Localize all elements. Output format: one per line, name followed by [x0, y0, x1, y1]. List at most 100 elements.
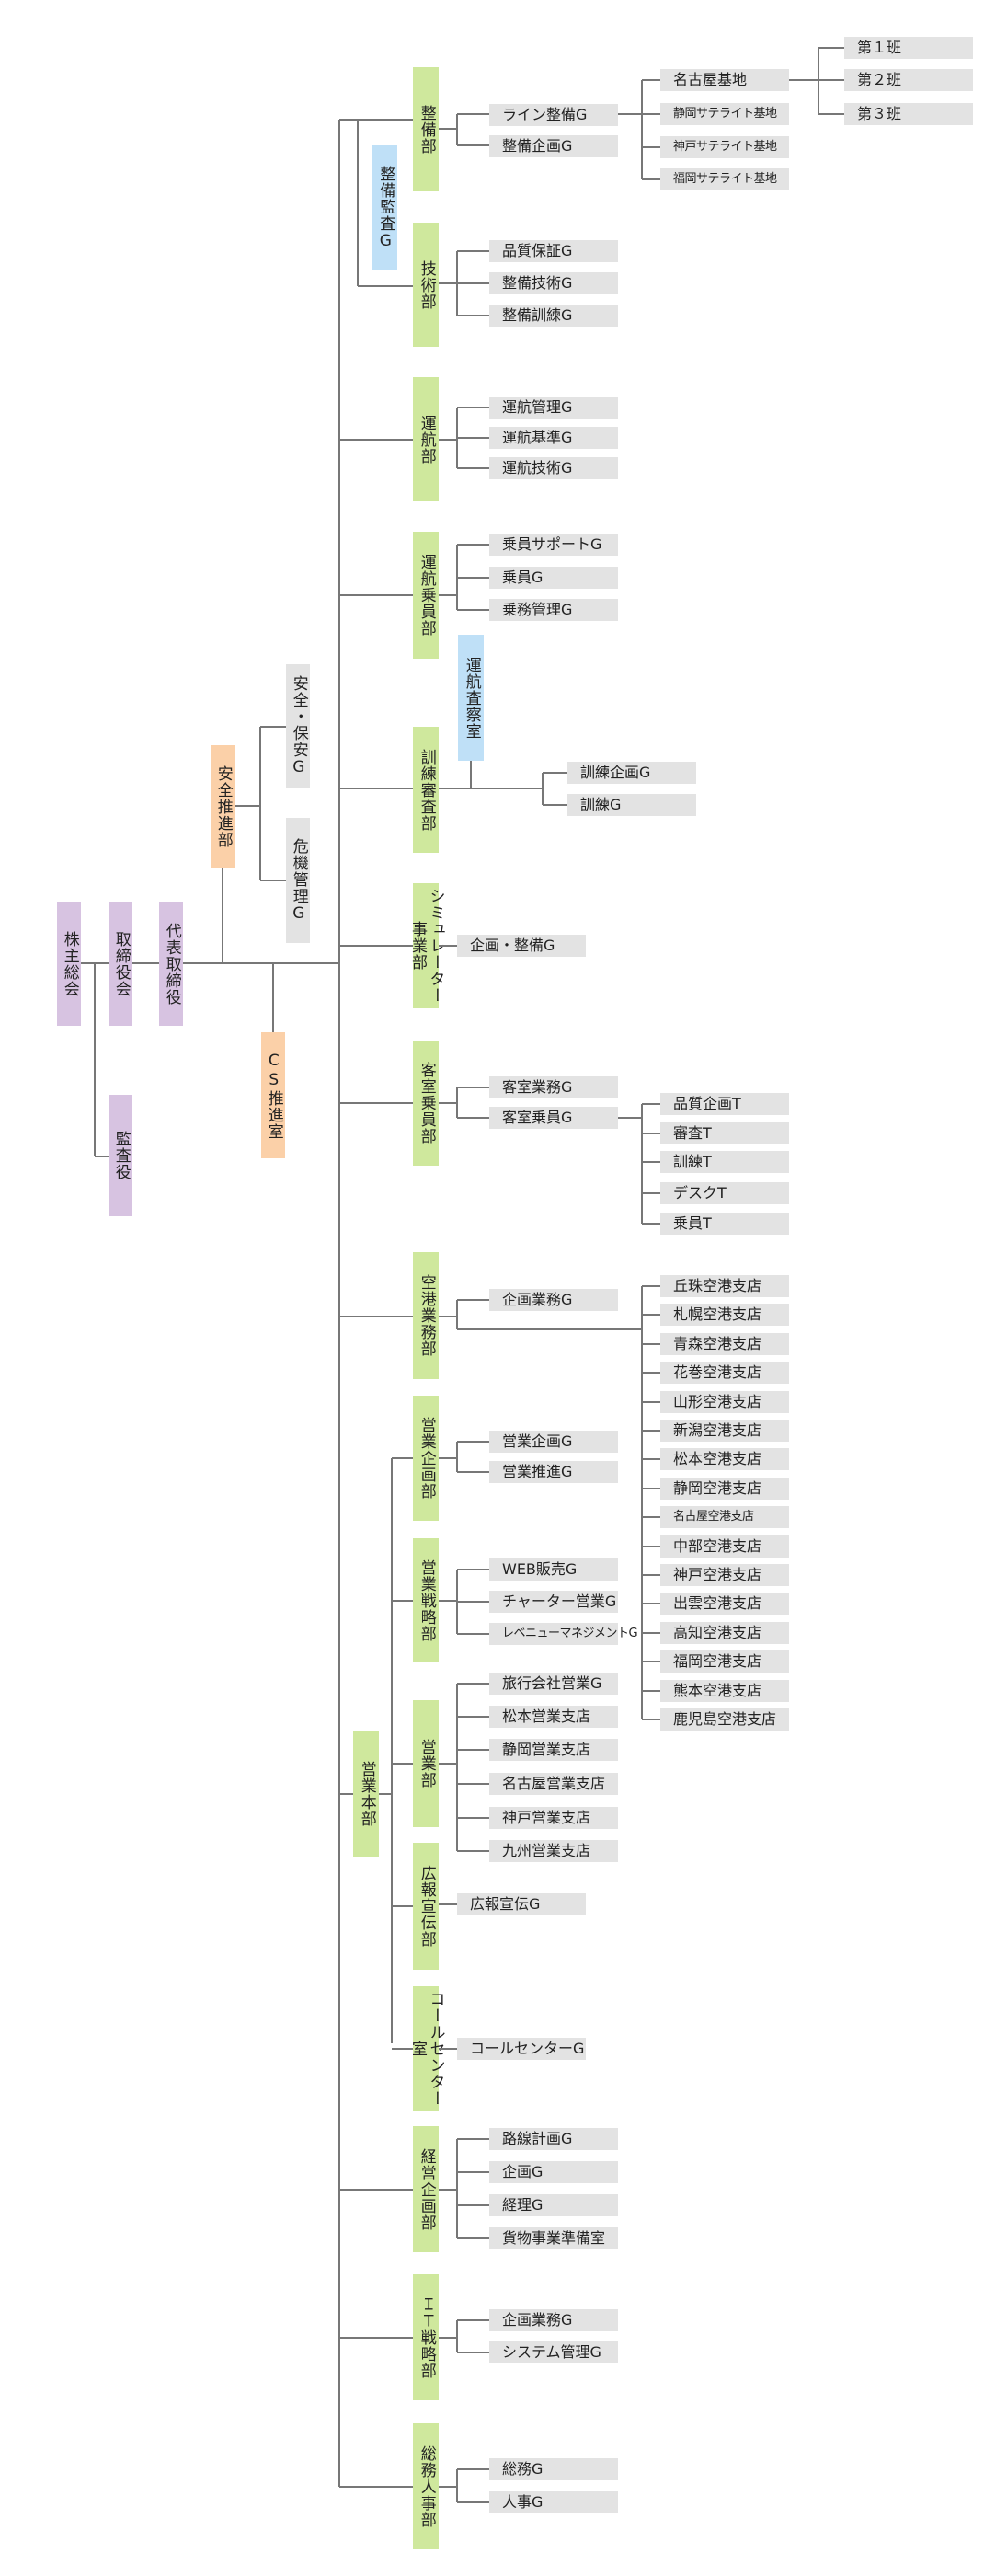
connector-line: [392, 1905, 413, 1907]
connector-line: [641, 1104, 643, 1224]
connector-line: [818, 79, 844, 81]
connector-line: [457, 1087, 489, 1088]
cabin-group-box: 客室業務G: [489, 1076, 618, 1098]
crew-dept-box: 運航乗員部: [413, 532, 439, 659]
connector-line: [618, 1117, 642, 1119]
sales-strategy-group-box: レベニューマネジメントG: [489, 1623, 638, 1645]
safety-promotion-box: 安全推進部: [211, 745, 235, 868]
crew-group-box: 乗務管理G: [489, 599, 618, 621]
sales-group-box: 旅行会社営業G: [489, 1673, 618, 1695]
sales-strategy-group-box: WEB販売G: [489, 1558, 618, 1581]
connector-line: [457, 1817, 489, 1819]
connector-line: [457, 544, 489, 546]
connector-line: [358, 285, 413, 287]
connector-line: [439, 1457, 457, 1459]
technical-group-box: 整備訓練G: [489, 305, 618, 327]
connector-line: [642, 1285, 660, 1287]
connector-line: [457, 2138, 489, 2140]
connector-line: [439, 282, 457, 284]
connector-line: [339, 788, 413, 789]
connector-line: [642, 113, 660, 115]
connector-line: [642, 1372, 660, 1374]
connector-line: [642, 1133, 660, 1134]
connector-line: [272, 963, 274, 1032]
connector-line: [439, 2336, 457, 2339]
auditor-box: 監査役: [109, 1095, 132, 1216]
sales-group-box: 神戸営業支店: [489, 1807, 618, 1829]
connector-line: [259, 727, 261, 880]
technical-group-box: 品質保証G: [489, 240, 618, 262]
connector-line: [339, 119, 358, 121]
connector-line: [439, 2188, 457, 2191]
airport-planning-group-box: 企画業務G: [489, 1289, 618, 1311]
sales-group-box: 名古屋営業支店: [489, 1773, 618, 1795]
connector-line: [456, 2139, 458, 2238]
admin-hr-dept-box: 総務人事部: [413, 2423, 439, 2549]
connector-line: [456, 1684, 458, 1851]
airport-branch-box: 神戸空港支店: [660, 1564, 789, 1586]
sales-group-box: 松本営業支店: [489, 1706, 618, 1728]
airport-branch-box: 静岡空港支店: [660, 1478, 789, 1500]
connector-line: [642, 1546, 660, 1547]
connector-line: [470, 761, 472, 788]
connector-line: [542, 773, 544, 805]
connector-line: [457, 2319, 489, 2321]
connector-line: [789, 79, 818, 81]
pr-dept-box: 広報宣伝部: [413, 1843, 439, 1970]
connector-line: [392, 2048, 413, 2050]
connector-line: [642, 1314, 660, 1316]
connector-line: [543, 804, 567, 806]
connector-line: [457, 2352, 489, 2353]
connector-line: [439, 2485, 457, 2488]
maintenance-team-box: 第３班: [844, 103, 973, 125]
operations-group-box: 運航技術G: [489, 457, 618, 479]
connector-line: [391, 1458, 393, 2043]
connector-line: [642, 1192, 660, 1194]
connector-line: [641, 1286, 643, 1719]
connector-line: [457, 1299, 489, 1301]
connector-line: [642, 1516, 660, 1518]
connector-line: [456, 2320, 458, 2352]
connector-line: [456, 1300, 458, 1329]
sales-planning-group-box: 営業推進G: [489, 1461, 618, 1483]
connector-line: [457, 2237, 489, 2239]
connector-line: [642, 1223, 660, 1225]
connector-line: [642, 1690, 660, 1692]
connector-line: [339, 2485, 413, 2488]
sales-hq-box: 営業本部: [353, 1731, 379, 1857]
connector-line: [457, 1633, 489, 1635]
connector-line: [235, 805, 260, 807]
connector-line: [439, 128, 457, 130]
sales-strategy-dept-box: 営業戦略部: [413, 1538, 439, 1662]
connector-line: [392, 1763, 413, 1765]
training-group-box: 訓練企画G: [567, 762, 696, 784]
connector-line: [642, 1574, 660, 1576]
call-center-group-box: コールセンターG: [457, 2038, 586, 2060]
airport-branch-box: 鹿児島空港支店: [660, 1708, 789, 1731]
corp-planning-dept-box: 経営企画部: [413, 2126, 439, 2252]
connector-line: [642, 1103, 660, 1105]
airport-branch-box: 札幌空港支店: [660, 1304, 789, 1326]
connector-line: [183, 962, 339, 964]
connector-line: [392, 1457, 413, 1459]
connector-line: [222, 868, 223, 963]
airport-branch-box: 高知空港支店: [660, 1622, 789, 1644]
maintenance-audit-group-box: 整備監査G: [372, 145, 397, 270]
connector-line: [457, 2204, 489, 2206]
sales-group-box: 九州営業支店: [489, 1840, 618, 1862]
airport-branch-box: 丘珠空港支店: [660, 1275, 789, 1297]
technical-dept-box: 技術部: [413, 223, 439, 347]
connector-line: [457, 2171, 489, 2173]
connector-line: [457, 1716, 489, 1718]
connector-line: [456, 2469, 458, 2502]
maintenance-base-box: 名古屋基地: [660, 69, 789, 91]
connector-line: [642, 1719, 660, 1720]
connector-line: [642, 1458, 660, 1460]
corp-planning-group-box: 経理G: [489, 2194, 618, 2216]
connector-line: [439, 438, 457, 441]
airport-branch-box: 新潟空港支店: [660, 1420, 789, 1442]
cabin-team-box: 訓練T: [660, 1151, 789, 1173]
connector-line: [392, 1599, 413, 1602]
connector-line: [641, 80, 643, 179]
connector-line: [642, 1632, 660, 1634]
